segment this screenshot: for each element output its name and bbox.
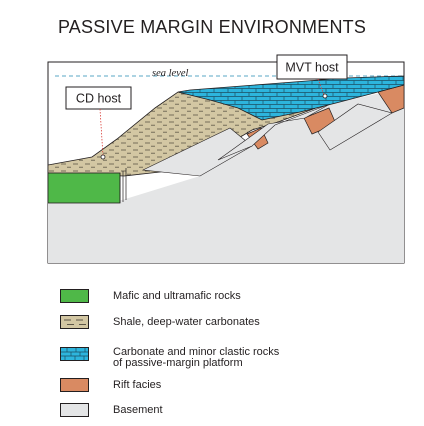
mvt-host-marker bbox=[322, 93, 328, 99]
legend-swatch-rift bbox=[60, 378, 89, 392]
legend-label-carbonate: Carbonate and minor clastic rocks bbox=[113, 346, 280, 358]
basement-fault-block bbox=[141, 127, 253, 177]
legend-swatch-basement bbox=[60, 403, 89, 417]
carbonate-platform-layer bbox=[177, 75, 405, 121]
sea-level-label: sea level bbox=[152, 68, 189, 79]
legend-label-carbonate-line2: of passive-margin platform bbox=[113, 357, 243, 369]
legend-swatch-shale bbox=[60, 315, 89, 329]
mvt-host-box bbox=[276, 54, 348, 80]
legend-label-rift: Rift facies bbox=[113, 379, 162, 391]
cd-host-leader bbox=[99, 108, 104, 157]
cd-host-marker bbox=[100, 154, 106, 160]
legend-swatch-mafic bbox=[60, 289, 89, 303]
mvt-host-label: MVT host bbox=[285, 61, 339, 75]
basement-fault-block bbox=[317, 103, 393, 151]
diagram-title: PASSIVE MARGIN ENVIRONMENTS bbox=[57, 17, 367, 37]
cd-host-box bbox=[65, 86, 132, 110]
mafic-rocks-block bbox=[47, 172, 121, 204]
legend-label-basement: Basement bbox=[113, 404, 163, 416]
legend-swatch-carbonate bbox=[60, 347, 89, 361]
legend-label-shale: Shale, deep-water carbonates bbox=[113, 316, 260, 328]
cd-host-label: CD host bbox=[76, 92, 122, 106]
legend-label-mafic: Mafic and ultramafic rocks bbox=[113, 290, 241, 302]
dike-lines bbox=[119, 168, 127, 203]
